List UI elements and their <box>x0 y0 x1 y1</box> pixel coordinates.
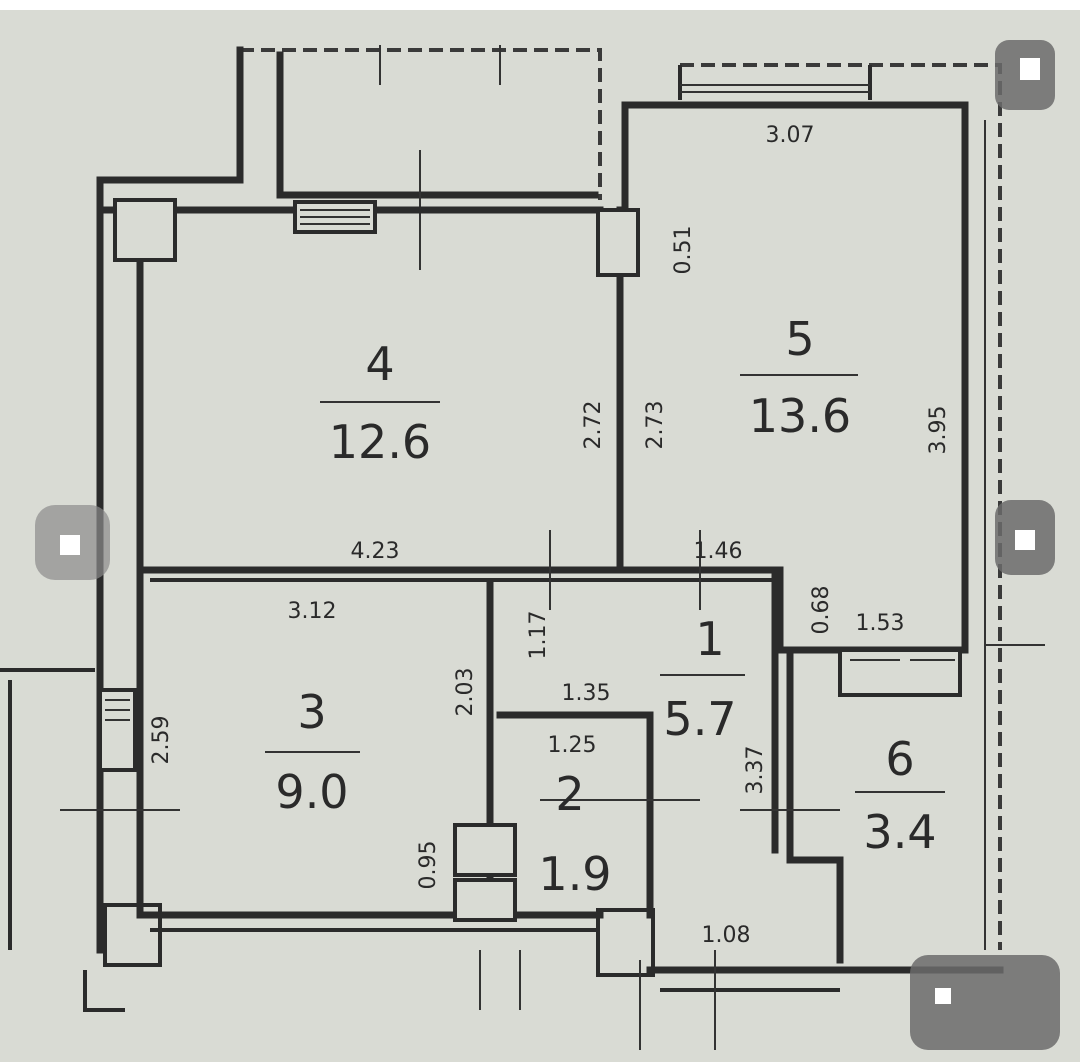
column-nw <box>113 198 177 262</box>
dim-1-17: 1.17 <box>526 611 551 660</box>
dim-1-25: 1.25 <box>548 733 597 758</box>
room-4-label: 4 12.6 <box>320 337 440 469</box>
room-2-label: 2 1.9 <box>538 767 611 901</box>
room-5-area: 13.6 <box>749 389 851 443</box>
room-5-number: 5 <box>785 312 814 366</box>
dim-1-35: 1.35 <box>562 681 611 706</box>
room-3-label: 3 9.0 <box>265 685 360 819</box>
dim-3-37: 3.37 <box>743 746 768 795</box>
room-2-area: 1.9 <box>538 847 611 901</box>
dim-2-03: 2.03 <box>453 668 478 717</box>
dim-0-51: 0.51 <box>671 226 696 275</box>
dim-3-95: 3.95 <box>926 406 951 455</box>
balcony-top <box>96 45 602 954</box>
room-6-area: 3.4 <box>863 805 936 859</box>
room-3-number: 3 <box>297 685 326 739</box>
room-2-number: 2 <box>555 767 584 821</box>
dim-3-12: 3.12 <box>288 599 337 624</box>
floor-plan-photo: 4 12.6 5 13.6 3 9.0 1 5.7 2 1.9 6 3.4 3.… <box>0 10 1080 1062</box>
room-4-number: 4 <box>365 337 394 391</box>
room-1-area: 5.7 <box>663 692 736 746</box>
pixelated-overlays <box>35 40 1060 1050</box>
column-n <box>596 208 640 277</box>
room-3-area: 9.0 <box>275 765 348 819</box>
dim-4-23: 4.23 <box>351 539 400 564</box>
dim-2-59: 2.59 <box>149 716 174 765</box>
dim-1-53: 1.53 <box>856 611 905 636</box>
pixelated-overlay-bottom-right <box>910 955 1060 1050</box>
dim-1-46: 1.46 <box>694 539 743 564</box>
dim-2-72: 2.72 <box>581 401 606 450</box>
floor-plan: 4 12.6 5 13.6 3 9.0 1 5.7 2 1.9 6 3.4 3.… <box>0 40 1060 1050</box>
room-6-label: 6 3.4 <box>855 732 945 859</box>
walls <box>0 63 1045 1050</box>
room-5-label: 5 13.6 <box>740 312 858 443</box>
dim-0-68: 0.68 <box>809 586 834 635</box>
dim-3-07: 3.07 <box>766 123 815 148</box>
room-6-number: 6 <box>885 732 914 786</box>
room-1-number: 1 <box>695 612 724 666</box>
room-1-label: 1 5.7 <box>660 612 745 746</box>
dimension-labels: 3.07 0.51 2.72 2.73 3.95 4.23 1.46 0.68 … <box>149 123 951 948</box>
dim-2-73: 2.73 <box>643 401 668 450</box>
room-4-area: 12.6 <box>329 415 431 469</box>
column-s <box>596 908 655 977</box>
dim-1-08: 1.08 <box>702 923 751 948</box>
dim-0-95: 0.95 <box>416 841 441 890</box>
